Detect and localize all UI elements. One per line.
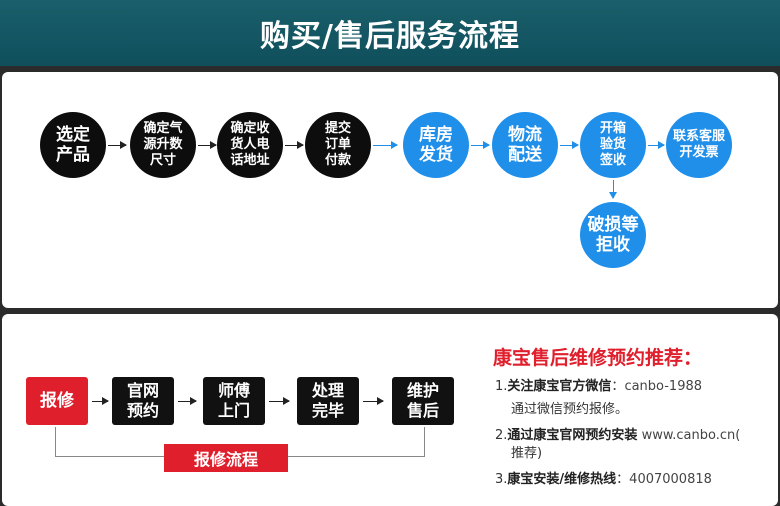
arrow-right-icon [269,397,290,405]
repair-step-booking: 官网 预约 [112,377,174,425]
step-logistics: 物流 配送 [492,112,558,178]
arrow-right-icon [363,397,384,405]
header-banner: 购买/售后服务流程 [0,0,780,66]
arrow-right-icon [108,141,127,149]
repair-step-report: 报修 [26,377,88,425]
arrow-right-icon [178,397,197,405]
arrow-right-icon [373,141,398,149]
purchase-flow-panel [2,72,778,308]
step-submit-pay: 提交 订单 付款 [305,112,371,178]
arrow-right-icon [648,141,665,149]
step-reject-damaged: 破损等 拒收 [580,202,646,268]
step-confirm-spec: 确定气 源升数 尺寸 [130,112,196,178]
step-invoice: 联系客服 开发票 [666,112,732,178]
arrow-right-icon [285,141,304,149]
recommendation-item-1: 1.关注康宝官方微信：canbo-1988 [495,379,703,394]
recommendation-item-2-note: 推荐) [511,446,543,461]
page-title: 购买/售后服务流程 [260,19,520,54]
arrow-right-icon [560,141,579,149]
recommendation-item-3: 3.康宝安装/维修热线：4007000818 [495,472,712,487]
step-inspect-sign: 开箱 验货 签收 [580,112,646,178]
recommendation-title: 康宝售后维修预约推荐： [493,347,703,369]
step-confirm-address: 确定收 货人电 话地址 [217,112,283,178]
recommendation-item-1-note: 通过微信预约报修。 [511,402,629,417]
repair-flow-caption: 报修流程 [164,444,288,472]
arrow-right-icon [198,141,217,149]
step-warehouse-ship: 库房 发货 [403,112,469,178]
recommendation-item-2: 2.通过康宝官网预约安装 www.canbo.cn( [495,428,741,443]
arrow-right-icon [92,397,109,405]
repair-step-done: 处理 完毕 [297,377,359,425]
arrow-right-icon [471,141,490,149]
step-select-product: 选定 产品 [40,112,106,178]
arrow-down-icon [609,180,617,199]
repair-step-visit: 师傅 上门 [203,377,265,425]
repair-step-aftersales: 维护 售后 [392,377,454,425]
